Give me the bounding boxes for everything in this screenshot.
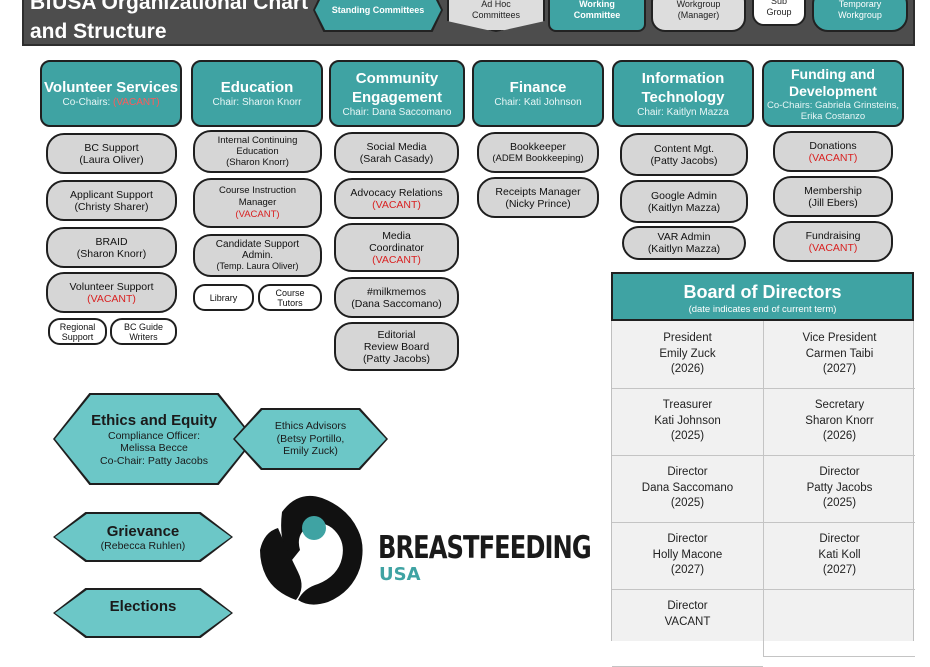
dept-chair: Chair: Dana Saccomano bbox=[342, 106, 452, 118]
dept-name: Community Engagement bbox=[351, 69, 442, 106]
dept-chair: Co-Chairs: Gabriela Grinsteins, Erika Co… bbox=[767, 99, 899, 122]
workgroup-bc-support: BC Support(Laura Oliver) bbox=[46, 133, 177, 174]
committee-ethics-and-equity: Ethics and Equity Compliance Officer: Me… bbox=[53, 393, 255, 485]
workgroup-fundraising: Fundraising(VACANT) bbox=[773, 221, 893, 262]
workgroup-editorial-review-board: Editorial Review Board(Patty Jacobs) bbox=[334, 322, 459, 371]
subgroup-regional-support: Regional Support bbox=[48, 318, 107, 345]
workgroup-social-media: Social Media(Sarah Casady) bbox=[334, 132, 459, 173]
board-of-directors-header: Board of Directors (date indicates end o… bbox=[611, 272, 914, 321]
dept-chair: Chair: Sharon Knorr bbox=[212, 97, 302, 108]
logo-word-breastfeeding: BREASTFEEDING bbox=[378, 530, 592, 566]
dept-name: Education bbox=[220, 79, 294, 96]
ethics-advisors: Ethics Advisors (Betsy Portillo, Emily Z… bbox=[233, 408, 388, 470]
workgroup-course-instruction-manager: Course Instruction Manager(VACANT) bbox=[193, 178, 322, 228]
dept-volunteer-services: Volunteer Services Co-Chairs: (VACANT) bbox=[40, 60, 182, 127]
legend-standing-committees: Standing Committees bbox=[313, 0, 443, 32]
legend-working-committee: Working Committee bbox=[548, 0, 646, 32]
committee-grievance: Grievance (Rebecca Ruhlen) bbox=[53, 512, 233, 562]
committee-name: Ethics and Equity bbox=[91, 411, 217, 429]
board-subtitle: (date indicates end of current term) bbox=[688, 304, 837, 315]
subgroup-course-tutors: Course Tutors bbox=[258, 284, 322, 311]
breastfeeding-usa-logo: BREASTFEEDING USA bbox=[258, 488, 592, 608]
legend-sub-group: Sub Group bbox=[752, 0, 806, 26]
committee-name: Grievance bbox=[106, 522, 180, 540]
workgroup-donations: Donations(VACANT) bbox=[773, 131, 893, 172]
committee-name: Elections bbox=[109, 598, 177, 615]
workgroup-media-coordinator: Media Coordinator(VACANT) bbox=[334, 223, 459, 272]
logo-mark-icon bbox=[260, 495, 363, 605]
committee-elections: Elections bbox=[53, 588, 233, 638]
dept-chair: Chair: Kaitlyn Mazza bbox=[637, 106, 729, 118]
board-member-empty bbox=[763, 589, 915, 657]
dept-funding-and-development: Funding and Development Co-Chairs: Gabri… bbox=[762, 60, 904, 127]
dept-name: Funding and Development bbox=[789, 65, 877, 99]
workgroup-milkmemos: #milkmemos(Dana Saccomano) bbox=[334, 277, 459, 318]
board-title: Board of Directors bbox=[683, 282, 842, 302]
subgroup-bc-guide-writers: BC Guide Writers bbox=[110, 318, 177, 345]
dept-chair: Co-Chairs: (VACANT) bbox=[62, 97, 160, 108]
workgroup-bookkeeper: Bookkeeper(ADEM Bookkeeping) bbox=[477, 132, 599, 173]
workgroup-content-mgt: Content Mgt.(Patty Jacobs) bbox=[620, 133, 748, 176]
subgroup-library: Library bbox=[193, 284, 254, 311]
workgroup-applicant-support: Applicant Support(Christy Sharer) bbox=[46, 180, 177, 221]
workgroup-internal-continuing-education: Internal Continuing Education(Sharon Kno… bbox=[193, 130, 322, 173]
dept-finance: Finance Chair: Kati Johnson bbox=[472, 60, 604, 127]
workgroup-candidate-support-admin: Candidate Support Admin.(Temp. Laura Oli… bbox=[193, 234, 322, 277]
chart-title: BfUSA Organizational Chart and Structure bbox=[30, 0, 310, 46]
dept-chair: Chair: Kati Johnson bbox=[494, 97, 582, 108]
legend-workgroup: Workgroup (Manager) bbox=[651, 0, 746, 32]
workgroup-advocacy-relations: Advocacy Relations(VACANT) bbox=[334, 178, 459, 219]
workgroup-receipts-manager: Receipts Manager(Nicky Prince) bbox=[477, 177, 599, 218]
workgroup-braid: BRAID(Sharon Knorr) bbox=[46, 227, 177, 268]
dept-name: Information Technology bbox=[641, 69, 725, 106]
dept-education: Education Chair: Sharon Knorr bbox=[191, 60, 323, 127]
logo-word-usa: USA bbox=[379, 564, 421, 585]
legend-temporary-workgroup: Temporary Workgroup bbox=[812, 0, 908, 32]
chart-title-line2: and Structure bbox=[30, 20, 167, 43]
dept-name: Finance bbox=[509, 79, 567, 96]
workgroup-google-admin: Google Admin(Kaitlyn Mazza) bbox=[620, 180, 748, 223]
dept-name: Volunteer Services bbox=[44, 79, 178, 96]
dept-information-technology: Information Technology Chair: Kaitlyn Ma… bbox=[612, 60, 754, 127]
workgroup-volunteer-support: Volunteer Support(VACANT) bbox=[46, 272, 177, 313]
dept-community-engagement: Community Engagement Chair: Dana Saccoma… bbox=[329, 60, 465, 127]
workgroup-var-admin: VAR Admin(Kaitlyn Mazza) bbox=[622, 226, 746, 260]
chart-title-line1: BfUSA Organizational Chart bbox=[30, 0, 309, 14]
workgroup-membership: Membership(Jill Ebers) bbox=[773, 176, 893, 217]
